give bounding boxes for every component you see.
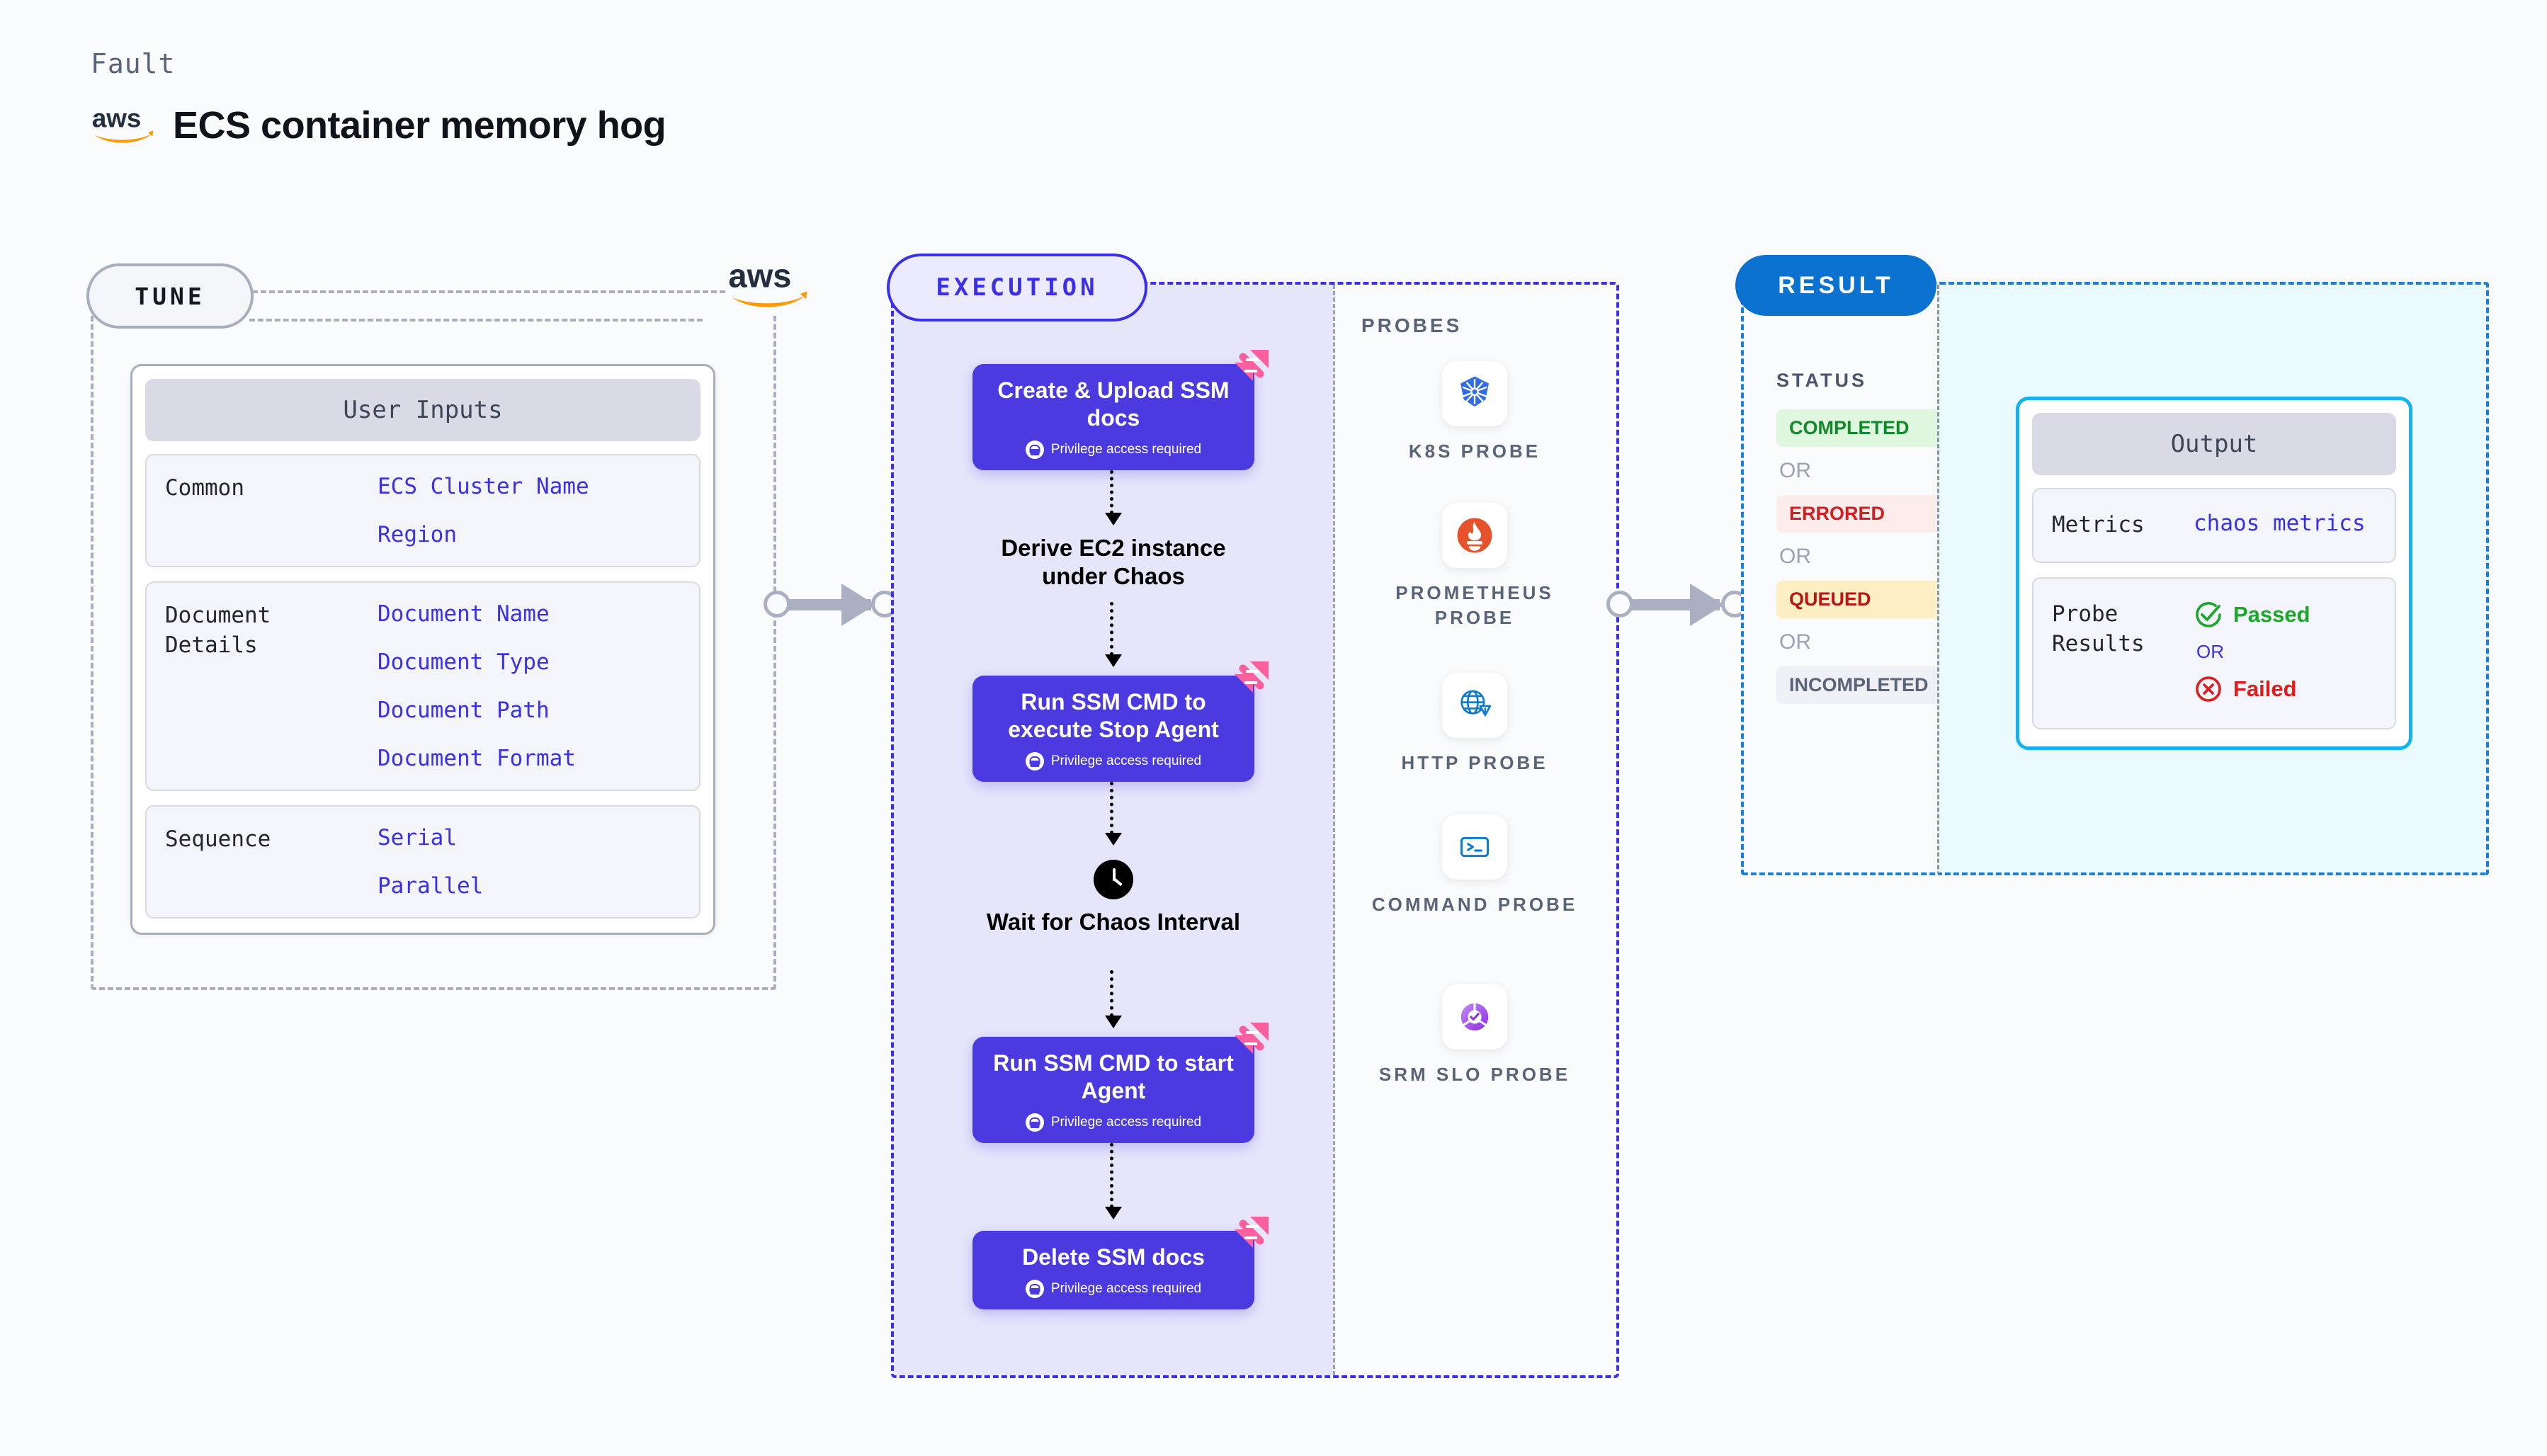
section-label: Document Details xyxy=(165,603,271,658)
status-badge-incompleted: INCOMPLETED xyxy=(1776,666,1941,704)
probe-item-k8s[interactable]: K8S PROBE xyxy=(1368,361,1581,464)
tune-section-document-details: Document Details Document Name Document … xyxy=(145,581,700,791)
probe-label: K8S PROBE xyxy=(1408,440,1541,462)
probe-label: PROMETHEUS PROBE xyxy=(1395,582,1554,629)
probes-label: PROBES xyxy=(1361,314,1463,336)
output-row-probe-results: Probe Results Passed OR Failed xyxy=(2032,576,2396,729)
fault-kicker: Fault xyxy=(91,48,176,79)
user-inputs-card: User Inputs Common ECS Cluster Name Regi… xyxy=(130,364,715,935)
status-badge-list: COMPLETED OR ERRORED OR QUEUED OR INCOMP… xyxy=(1776,409,1941,704)
tune-section-common: Common ECS Cluster Name Region xyxy=(145,454,700,567)
lock-icon xyxy=(1025,1113,1044,1132)
connector-execution-to-result xyxy=(1606,584,1748,626)
output-title: Output xyxy=(2032,413,2396,475)
result-status-panel: RESULT STATUS COMPLETED OR ERRORED OR QU… xyxy=(1735,255,1946,875)
input-field-document-name[interactable]: Document Name xyxy=(378,601,550,627)
kubernetes-icon xyxy=(1442,361,1507,426)
probe-label: COMMAND PROBE xyxy=(1371,894,1578,915)
node-privilege-note: Privilege access required xyxy=(982,1113,1244,1132)
clock-icon xyxy=(1094,860,1133,899)
flow-node-delete-ssm-docs[interactable]: Delete SSM docs Privilege access require… xyxy=(972,1217,1269,1310)
input-field-document-path[interactable]: Document Path xyxy=(378,698,550,723)
status-badge-completed: COMPLETED xyxy=(1776,409,1941,447)
node-title: Run SSM CMD to start Agent xyxy=(993,1050,1234,1104)
terminal-icon xyxy=(1442,814,1507,880)
flow-node-run-ssm-stop-agent[interactable]: Run SSM CMD to execute Stop Agent Privil… xyxy=(972,661,1269,783)
page-title: ECS container memory hog xyxy=(173,104,666,147)
node-title: Create & Upload SSM docs xyxy=(997,377,1230,431)
x-circle-icon xyxy=(2196,676,2221,702)
section-label: Common xyxy=(165,475,244,501)
probe-item-prometheus[interactable]: PROMETHEUS PROBE xyxy=(1368,503,1581,630)
probe-item-command[interactable]: COMMAND PROBE xyxy=(1368,814,1581,917)
aws-logo-icon: aws xyxy=(727,256,810,313)
flow-step-wait-for-chaos-interval: Wait for Chaos Interval xyxy=(972,860,1255,936)
lock-icon xyxy=(1025,1280,1044,1299)
status-badge-errored: ERRORED xyxy=(1776,495,1941,533)
probe-item-http[interactable]: HTTP PROBE xyxy=(1368,673,1581,775)
input-option-parallel[interactable]: Parallel xyxy=(378,873,484,899)
probe-result-failed: Failed xyxy=(2194,674,2395,704)
or-separator: OR xyxy=(1779,459,1811,482)
or-separator: OR xyxy=(1779,545,1811,568)
execution-panel: EXECUTION PROBES Create & Upload SSM doc… xyxy=(887,254,1619,1378)
result-badge: RESULT xyxy=(1735,255,1936,316)
probe-result-passed: Passed xyxy=(2194,600,2395,630)
node-privilege-note: Privilege access required xyxy=(982,752,1244,771)
page-header: Fault aws ECS container memory hog xyxy=(91,48,666,147)
lock-icon xyxy=(1025,440,1044,460)
step-title: Wait for Chaos Interval xyxy=(986,909,1241,935)
flow-node-create-upload-ssm-docs[interactable]: Create & Upload SSM docs Privilege acces… xyxy=(972,350,1269,471)
svg-text:aws: aws xyxy=(92,104,142,133)
litmus-ribbon-icon xyxy=(1235,661,1269,693)
status-badge-queued: QUEUED xyxy=(1776,581,1941,618)
check-circle-icon xyxy=(2196,601,2221,627)
tune-panel: TUNE aws User Inputs Common ECS Cluster … xyxy=(86,256,810,990)
execution-badge: EXECUTION xyxy=(887,254,1147,322)
probes-divider xyxy=(1333,285,1335,1375)
http-globe-icon xyxy=(1442,673,1507,738)
connector-tune-to-execution xyxy=(764,584,898,626)
tune-badge: TUNE xyxy=(86,263,254,329)
or-separator: OR xyxy=(1779,630,1811,654)
litmus-ribbon-icon xyxy=(1235,1217,1269,1248)
row-label: Probe Results xyxy=(2052,601,2145,656)
probe-item-srm-slo[interactable]: SRM SLO PROBE xyxy=(1368,984,1581,1087)
user-inputs-title: User Inputs xyxy=(145,379,700,441)
status-label: STATUS xyxy=(1776,370,1867,391)
or-separator: OR xyxy=(2196,640,2224,662)
result-output-panel: Output Metrics chaos metrics Probe Resul… xyxy=(1937,282,2489,875)
input-field-ecs-cluster-name[interactable]: ECS Cluster Name xyxy=(378,474,589,499)
node-privilege-note: Privilege access required xyxy=(982,1280,1244,1299)
probe-label: SRM SLO PROBE xyxy=(1378,1064,1571,1085)
lock-icon xyxy=(1025,752,1044,771)
tune-section-sequence: Sequence Serial Parallel xyxy=(145,805,700,918)
node-title: Run SSM CMD to execute Stop Agent xyxy=(1008,689,1219,743)
flow-step-derive-ec2-instance: Derive EC2 instance under Chaos xyxy=(972,534,1255,591)
input-field-document-type[interactable]: Document Type xyxy=(378,649,550,675)
section-label: Sequence xyxy=(165,826,271,852)
output-card: Output Metrics chaos metrics Probe Resul… xyxy=(2016,397,2412,750)
aws-logo-icon: aws xyxy=(91,103,156,147)
litmus-ribbon-icon xyxy=(1235,350,1269,381)
prometheus-icon xyxy=(1442,503,1507,568)
tune-badge-connector-line xyxy=(249,319,703,322)
step-title: Derive EC2 instance under Chaos xyxy=(1001,535,1226,590)
slo-donut-icon xyxy=(1442,984,1507,1050)
node-title: Delete SSM docs xyxy=(1022,1244,1205,1270)
input-field-region[interactable]: Region xyxy=(378,522,457,547)
output-row-metrics: Metrics chaos metrics xyxy=(2032,488,2396,563)
litmus-ribbon-icon xyxy=(1235,1023,1269,1054)
svg-text:aws: aws xyxy=(728,258,791,295)
flow-node-run-ssm-start-agent[interactable]: Run SSM CMD to start Agent Privilege acc… xyxy=(972,1023,1269,1144)
execution-flow: Create & Upload SSM docs Privilege acces… xyxy=(894,285,1333,1375)
row-label: Metrics xyxy=(2052,512,2145,538)
node-privilege-note: Privilege access required xyxy=(982,440,1244,460)
metrics-value[interactable]: chaos metrics xyxy=(2194,511,2366,536)
probe-label: HTTP PROBE xyxy=(1401,752,1548,773)
input-field-document-format[interactable]: Document Format xyxy=(378,746,576,771)
input-option-serial[interactable]: Serial xyxy=(378,825,457,851)
